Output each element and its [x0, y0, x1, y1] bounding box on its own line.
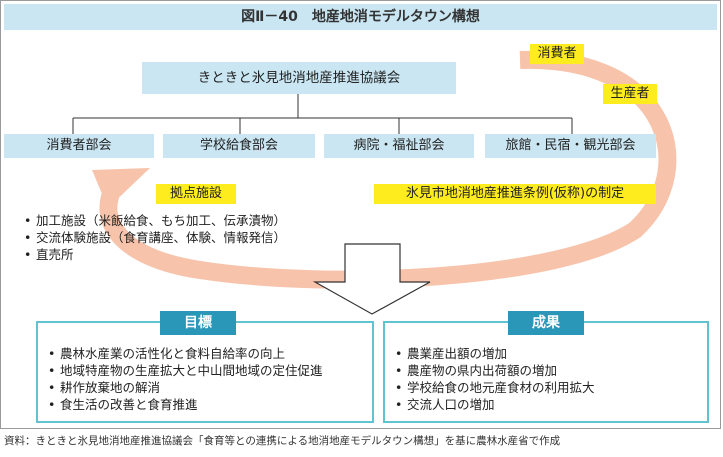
- figure-frame: [0, 0, 721, 429]
- subcommittee-label: 消費者部会: [46, 138, 112, 153]
- subcommittee-label: 旅館・民宿・観光部会: [505, 138, 636, 153]
- cycle-arrow-head: [92, 168, 150, 208]
- figure-title: 図Ⅱ－40 地産地消モデルタウン構想: [4, 4, 717, 30]
- facilities-label: 拠点施設: [156, 184, 236, 204]
- list-item: 農業産出額の増加: [395, 345, 595, 362]
- list-item: 地域特産物の生産拡大と中山間地域の定住促進: [48, 362, 323, 379]
- ordinance-badge: 氷見市地消地産推進条例(仮称)の制定: [374, 184, 656, 204]
- goals-list: 農林水産業の活性化と食料自給率の向上 地域特産物の生産拡大と中山間地域の定住促進…: [48, 345, 323, 413]
- list-item: 耕作放棄地の解消: [48, 379, 323, 396]
- subcommittee-consumers: 消費者部会: [4, 134, 154, 158]
- subcommittee-school-lunch: 学校給食部会: [163, 134, 315, 158]
- subcommittee-tourism: 旅館・民宿・観光部会: [485, 134, 656, 158]
- facilities-list: 加工施設（米飯給食、もち加工、伝承漬物） 交流体験施設（食育講座、体験、情報発信…: [24, 212, 286, 263]
- down-arrow: [312, 243, 431, 315]
- council-label: きときと氷見地消地産推進協議会: [197, 70, 401, 86]
- list-item: 農林水産業の活性化と食料自給率の向上: [48, 345, 323, 362]
- goals-label: 目標: [160, 311, 236, 335]
- list-item: 交流体験施設（食育講座、体験、情報発信）: [24, 229, 286, 246]
- list-item: 直売所: [24, 246, 286, 263]
- list-item: 交流人口の増加: [395, 396, 595, 413]
- list-item: 食生活の改善と食育推進: [48, 396, 323, 413]
- results-list: 農業産出額の増加 農産物の県内出荷額の増加 学校給食の地元産食材の利用拡大 交流…: [395, 345, 595, 413]
- subcommittee-hospital-welfare: 病院・福祉部会: [324, 134, 474, 158]
- subcommittee-label: 病院・福祉部会: [353, 138, 445, 153]
- producer-badge: 生産者: [603, 84, 657, 104]
- council-box: きときと氷見地消地産推進協議会: [142, 62, 456, 94]
- list-item: 農産物の県内出荷額の増加: [395, 362, 595, 379]
- list-item: 学校給食の地元産食材の利用拡大: [395, 379, 595, 396]
- consumer-badge: 消費者: [530, 44, 584, 64]
- subcommittee-label: 学校給食部会: [199, 138, 278, 153]
- source-note: 資料：きときと氷見地消地産推進協議会「食育等との連携による地消地産モデルタウン構…: [4, 435, 561, 447]
- results-label: 成果: [508, 311, 584, 335]
- list-item: 加工施設（米飯給食、もち加工、伝承漬物）: [24, 212, 286, 229]
